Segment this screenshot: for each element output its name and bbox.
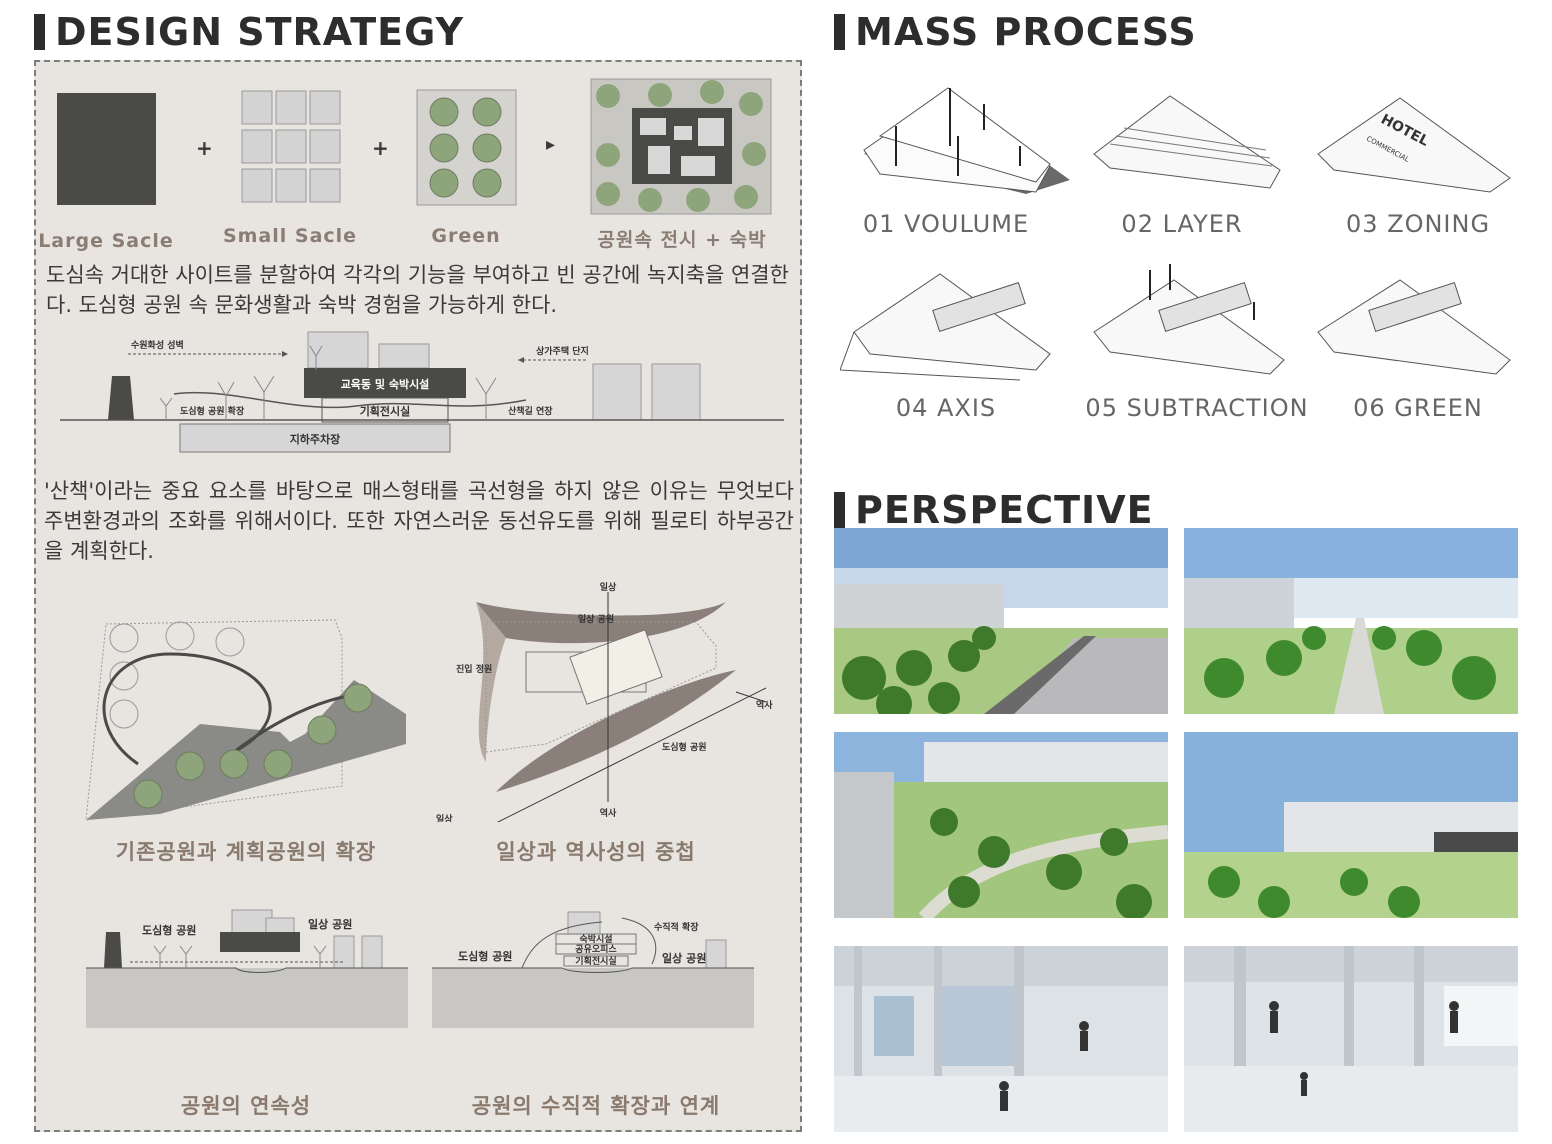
strategy-pictograms	[57, 78, 772, 215]
perspective-render-1	[834, 528, 1168, 714]
label-entry-garden: 진입 정원	[456, 663, 492, 675]
label-small-scale: Small Sacle	[222, 225, 358, 247]
caption-park-extension: 기존공원과 계획공원의 확장	[115, 840, 377, 864]
label-large-scale: Large Sacle	[38, 230, 174, 252]
label-commercial-housing: 상가주택 단지	[536, 345, 589, 357]
green-square	[416, 89, 517, 206]
caption-park-continuity: 공원의 연속성	[180, 1094, 312, 1118]
label-urban-park: 도심형 공원	[458, 949, 512, 963]
label-lodging: 숙박시설	[579, 933, 612, 945]
label-urban-park: 도심형 공원	[142, 923, 196, 937]
mass-axis	[840, 273, 1051, 381]
section-diagram-main: 수원화성 성벽 상가주택 단지 교육동 및 숙박시설 기획전시실 도심형 공원 …	[60, 331, 784, 453]
mass-volume	[863, 87, 1070, 194]
mass-step-label: 05 SUBTRACTION	[1085, 394, 1309, 422]
label-history-bottom: 역사	[600, 807, 617, 819]
heading-text: PERSPECTIVE	[855, 488, 1154, 532]
perspective-render-3	[834, 732, 1168, 918]
mass-zoning: HOTEL COMMERCIAL	[1317, 97, 1511, 193]
arrow-icon: ▸	[546, 134, 556, 155]
design-strategy-panel: + + ▸ Large Sacle Small Sacle Green 공원속 …	[34, 60, 802, 1132]
section-vertical-expansion: 수직적 확장 숙박시설 공유오피스 기획전시실 도심형 공원 일상 공원	[432, 911, 754, 1028]
mass-process-heading: MASS PROCESS	[834, 10, 1197, 54]
strategy-paragraph-2: '산책'이라는 중요 요소를 바탕으로 매스형태를 곡선형을 하지 않은 이유는…	[44, 479, 794, 563]
caption-vertical-expansion: 공원의 수직적 확장과 연계	[471, 1094, 721, 1118]
perspective-render-5	[834, 946, 1168, 1132]
mass-subtraction	[1093, 264, 1285, 375]
design-strategy-heading: DESIGN STRATEGY	[34, 10, 464, 54]
label-walk-extend: 산책길 연장	[508, 405, 553, 417]
plus-sign: +	[196, 136, 213, 160]
mass-step-label: 04 AXIS	[895, 394, 997, 422]
small-scale-grid	[241, 90, 341, 203]
caption-daily-history: 일상과 역사성의 중첩	[496, 840, 696, 864]
mass-step-label: 03 ZONING	[1345, 210, 1491, 238]
heading-bar	[34, 14, 45, 50]
mass-process-diagrams: HOTEL COMMERCIAL	[840, 87, 1511, 381]
large-scale-block	[57, 93, 156, 205]
mass-step-label: 06 GREEN	[1353, 394, 1483, 422]
heading-text: DESIGN STRATEGY	[55, 10, 464, 54]
mass-green	[1317, 279, 1511, 375]
section-park-continuity: 도심형 공원 일상 공원	[86, 909, 408, 1028]
label-green: Green	[431, 225, 501, 247]
mass-step-label: 01 VOULUME	[862, 210, 1030, 238]
heading-bar	[834, 14, 845, 50]
strategy-paragraph-1: 도심속 거대한 사이트를 분할하여 각각의 기능을 부여하고 빈 공간에 녹지축…	[46, 263, 789, 317]
label-history-right: 역사	[756, 699, 773, 711]
label-exhibit: 기획전시실	[360, 404, 411, 418]
label-daily-left: 일상	[436, 813, 453, 822]
mass-layer	[1093, 95, 1281, 189]
combined-square	[590, 78, 772, 215]
label-daily-park: 일상 공원	[578, 613, 614, 625]
daily-history-diagram: 일상 일상 공원 역사 진입 정원 도심형 공원 역사 일상	[436, 582, 773, 822]
perspective-render-6	[1184, 946, 1518, 1132]
label-daily-park: 일상 공원	[662, 951, 706, 965]
heading-text: MASS PROCESS	[855, 10, 1197, 54]
mass-step-label: 02 LAYER	[1121, 210, 1243, 238]
label-suwon-wall: 수원화성 성벽	[131, 339, 184, 351]
label-building: 교육동 및 숙박시설	[341, 377, 430, 391]
plus-sign: +	[372, 136, 389, 160]
label-office: 공유오피스	[575, 943, 617, 955]
perspective-render-4	[1184, 732, 1518, 918]
label-exhibit: 기획전시실	[575, 955, 616, 967]
perspective-render-2	[1184, 528, 1518, 714]
heading-bar	[834, 492, 845, 528]
label-urban-park: 도심형 공원	[662, 741, 707, 753]
perspective-heading: PERSPECTIVE	[834, 488, 1154, 532]
label-daily-park: 일상 공원	[308, 917, 352, 931]
label-parking: 지하주차장	[290, 432, 341, 446]
label-combined: 공원속 전시 + 숙박	[597, 229, 767, 251]
label-vertical: 수직적 확장	[654, 921, 699, 933]
park-extension-diagram	[85, 619, 406, 821]
label-daily-top: 일상	[600, 582, 617, 593]
label-urban-park-extend: 도심형 공원 확장	[180, 405, 245, 417]
